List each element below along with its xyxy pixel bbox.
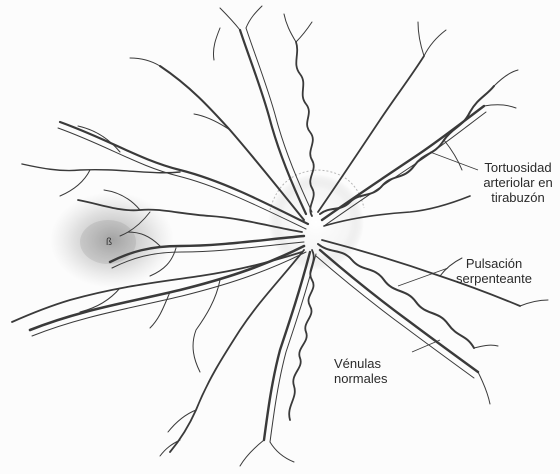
vessel-upper-left-branch — [22, 164, 180, 173]
vessel-lower-left-twigs — [80, 280, 220, 372]
vessel-upper-twigs — [130, 6, 312, 130]
label-tortuosidad-arteriolar: Tortuosidad arteriolar en tirabuzón — [477, 160, 559, 205]
vessel-lower-tortuous-artery — [289, 250, 314, 420]
label-venulas-normales: Vénulas normales — [334, 356, 414, 386]
macula-mark: ß — [106, 235, 112, 250]
vessel-upper-right-long — [318, 56, 424, 212]
vessel-upper-right-twigs — [418, 22, 518, 170]
vessel-upper-left-twig — [60, 126, 120, 196]
label-pulsacion-serpenteante: Pulsación serpenteante — [446, 256, 542, 286]
